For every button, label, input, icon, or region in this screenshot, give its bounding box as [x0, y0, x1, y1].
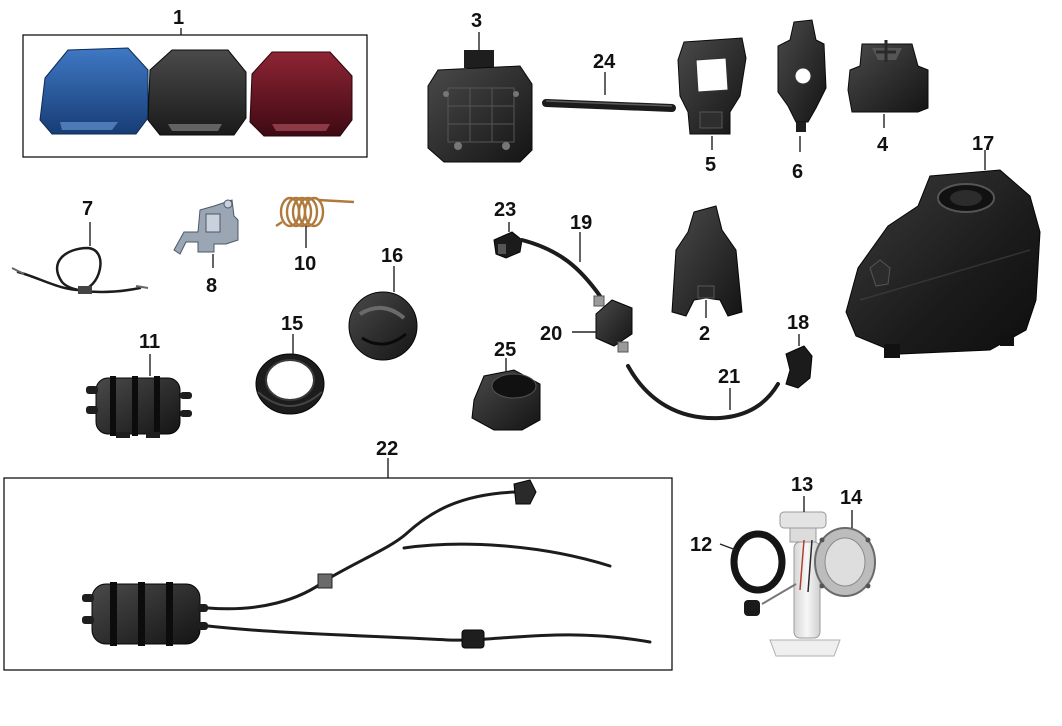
fuel-tank-icon: [845, 169, 1041, 355]
part-7-cable: 7: [11, 198, 149, 294]
callout-1: 1: [173, 7, 184, 29]
part-3-mount-plate: 3: [427, 10, 533, 163]
part-4-body: [847, 43, 929, 113]
part-3-grid: [447, 87, 515, 143]
callout-6: 6: [792, 161, 803, 183]
part-8-bracket: 8: [173, 199, 239, 297]
spring-icon: [275, 196, 355, 228]
part-21-hose-line: [626, 364, 780, 421]
fuel-filter-icon: [593, 295, 633, 353]
part-18-elbow-connector: 18: [785, 312, 813, 389]
callout-7: 7: [82, 198, 93, 220]
fuel-pump-icon: [744, 511, 841, 657]
part-16-fuel-cap: 16: [348, 245, 418, 361]
callout-8: 8: [206, 275, 217, 297]
callout-16: 16: [381, 245, 403, 267]
callout-20: 20: [540, 323, 562, 345]
callout-13: 13: [791, 474, 813, 496]
part-10-spring: 10: [275, 196, 355, 275]
callout-10: 10: [294, 253, 316, 275]
part-22-hose-branch: [402, 542, 612, 568]
callout-12: 12: [690, 534, 712, 556]
callout-5: 5: [705, 154, 716, 176]
part-3-tab: [464, 50, 494, 68]
part-22-connector-mid: [317, 573, 333, 589]
callout-22: 22: [376, 438, 398, 460]
part-22-hose-upper: [206, 490, 518, 611]
callout-19: 19: [570, 212, 592, 234]
part-15-seal-ring: 15: [255, 313, 325, 415]
part-25-cap-housing: 25: [471, 339, 541, 431]
part-22-hose-lower: [206, 624, 652, 644]
cover-red-highlight: [272, 124, 330, 131]
canister-icon: [86, 376, 192, 438]
part-22-canister: [82, 582, 208, 646]
part-22-frame: [3, 477, 673, 671]
callout-2: 2: [699, 323, 710, 345]
cover-blue-highlight: [60, 122, 118, 130]
part-12-ring: [730, 530, 786, 594]
callout-25: 25: [494, 339, 516, 361]
part-21-hose: 21: [626, 364, 780, 421]
cable-icon: [16, 246, 142, 294]
callout-17: 17: [972, 133, 994, 155]
part-24-rod: 24: [542, 51, 676, 112]
callout-23: 23: [494, 199, 516, 221]
part-3-body: [427, 65, 533, 163]
hose-icon: [520, 238, 602, 298]
callout-3: 3: [471, 10, 482, 32]
part-2-body: [671, 205, 743, 317]
part-22-inline-filter: [461, 629, 485, 649]
part-12-gasket: 12: [690, 530, 786, 594]
cover-blue: [39, 47, 149, 135]
callout-21: 21: [718, 366, 740, 388]
part-22-connector-top: [513, 479, 537, 505]
callout-4: 4: [877, 134, 889, 156]
part-17-fuel-tank: 17: [845, 133, 1041, 358]
part-13-fuel-pump: 13: [744, 474, 841, 657]
callout-14: 14: [840, 487, 863, 509]
cover-red: [249, 51, 353, 137]
part-24-rod-body: [542, 99, 676, 112]
callout-18: 18: [787, 312, 809, 334]
part-5-frame-bracket: 5: [677, 37, 747, 176]
part-22-canister-harness: 22: [3, 438, 673, 671]
part-4-clip-block: 4: [847, 40, 929, 156]
part-19-hose: 19: [520, 212, 602, 298]
fuel-cap-icon: [348, 291, 418, 361]
part-6-mount-bracket: 6: [777, 19, 827, 183]
callout-11: 11: [139, 331, 160, 353]
part-11-canister: 11: [86, 331, 192, 438]
part-1-frame: [22, 34, 368, 158]
callout-24: 24: [593, 51, 616, 73]
cover-black-highlight: [168, 124, 222, 131]
part-18-body: [785, 345, 813, 389]
part-23-connector: 23: [493, 199, 523, 259]
part-14-flange-plate: 14: [814, 487, 876, 597]
part-2-lower-bracket: 2: [671, 205, 743, 345]
callout-15: 15: [281, 313, 303, 335]
part-20-fuel-filter: 20: [540, 295, 633, 353]
cover-black: [147, 49, 247, 136]
part-1-cover-set: 1: [22, 7, 368, 158]
